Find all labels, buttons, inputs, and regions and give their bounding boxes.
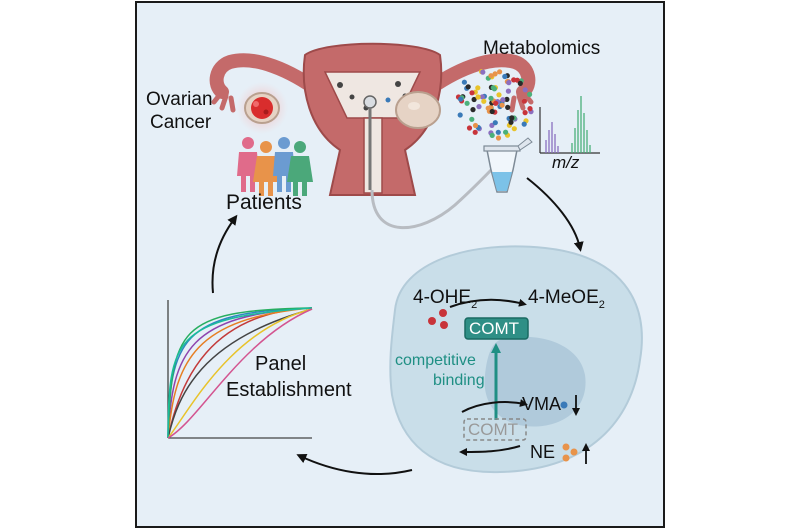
metabolite-particle xyxy=(522,110,528,116)
metabolite-particle xyxy=(521,121,527,127)
metabolite-particle xyxy=(511,126,517,132)
patients-label: Patients xyxy=(226,191,302,214)
metabolite-particle xyxy=(496,92,502,98)
vma-dot xyxy=(560,401,568,409)
metabolite-particle xyxy=(505,104,511,110)
metabolite-particle xyxy=(506,80,512,86)
metabolite-particle xyxy=(491,86,497,92)
metabolite-particle xyxy=(469,90,475,96)
panel-label: Panel xyxy=(255,353,307,375)
metabolite-particle xyxy=(481,98,487,104)
cancer-label: Cancer xyxy=(150,112,212,133)
inhibited-comt-box xyxy=(463,418,527,441)
metabolite-particle xyxy=(527,106,533,112)
metabolite-particle xyxy=(471,96,477,103)
metabolite-particle xyxy=(464,100,470,106)
metabolite-particle xyxy=(470,107,476,113)
mass-spectrum-icon xyxy=(539,96,600,154)
establishment-label: Establishment xyxy=(226,379,352,401)
patients-icon xyxy=(237,137,313,196)
metabolite-particle xyxy=(475,94,481,100)
metabolite-particle xyxy=(492,120,498,126)
metabolite-particle xyxy=(480,69,486,75)
metabolite-particle xyxy=(503,129,509,135)
metabolite-particle xyxy=(457,112,463,118)
ovarian-label: Ovarian xyxy=(146,89,213,110)
ne-label: NE xyxy=(530,442,556,462)
metabolite-particle xyxy=(466,125,473,131)
product-label: 4-MeOE2 xyxy=(528,287,605,311)
product-sub: 2 xyxy=(598,298,605,311)
comt-box xyxy=(464,317,529,340)
substrate-label: 4-OHE2 xyxy=(413,287,477,311)
metabolite-particle xyxy=(517,80,523,86)
metabolite-particle xyxy=(489,108,495,115)
metabolite-particle xyxy=(505,88,511,94)
competitive-label: competitive xyxy=(395,352,476,369)
ne-dots xyxy=(562,443,578,462)
metabolite-particle xyxy=(509,115,515,121)
metabolite-particle xyxy=(502,73,508,80)
metabolite-particle xyxy=(504,96,510,102)
metabolite-particle xyxy=(469,116,475,122)
roc-curves-icon xyxy=(167,300,313,439)
metabolite-particle xyxy=(488,95,494,101)
metabolite-particle xyxy=(465,84,471,90)
substrate-dots xyxy=(428,309,448,329)
metabolite-particle xyxy=(500,97,506,103)
metabolite-particle xyxy=(488,73,494,79)
metabolite-particle xyxy=(485,105,491,111)
inhibited-comt-label: COMT xyxy=(468,420,519,439)
sample-tube-icon xyxy=(483,137,533,193)
metabolite-particle xyxy=(461,79,467,85)
vma-label: VMA xyxy=(522,394,562,414)
metabolite-particle xyxy=(521,98,528,104)
ne-arrow xyxy=(459,445,521,456)
metabolite-particle xyxy=(508,119,514,125)
metabolite-particle xyxy=(479,94,485,100)
product-base: 4-MeOE xyxy=(528,287,599,308)
substrate-base: 4-OHE xyxy=(413,287,472,308)
binding-label: binding xyxy=(433,372,485,389)
metabolite-particle xyxy=(472,122,479,129)
cycle-arrow-right xyxy=(526,177,584,252)
comt-label: COMT xyxy=(469,319,520,338)
metabolite-particle xyxy=(497,69,503,75)
mz-label: m/z xyxy=(552,153,580,172)
tumor-icon xyxy=(251,97,273,119)
metabolite-particle xyxy=(458,96,464,102)
metabolite-particle xyxy=(522,87,528,93)
metabolite-particle xyxy=(475,85,481,91)
metabolite-particle xyxy=(472,129,478,135)
metabolite-particle xyxy=(495,135,502,141)
metabolite-particle xyxy=(499,102,505,108)
metabolite-particle xyxy=(493,100,499,106)
metabolite-particle xyxy=(495,129,501,135)
metabolite-particle xyxy=(476,104,482,110)
cycle-arrow-bottom xyxy=(296,454,413,476)
conversion-arrow xyxy=(449,298,527,308)
metabolite-particle xyxy=(492,71,498,77)
metabolite-particle xyxy=(527,91,533,97)
metabolomics-label: Metabolomics xyxy=(483,38,601,59)
particle-cloud-icon xyxy=(455,69,534,141)
substrate-sub: 2 xyxy=(471,298,478,311)
cycle-arrow-left xyxy=(211,214,238,294)
metabolite-particle xyxy=(489,132,495,138)
vma-arrow xyxy=(461,399,528,413)
